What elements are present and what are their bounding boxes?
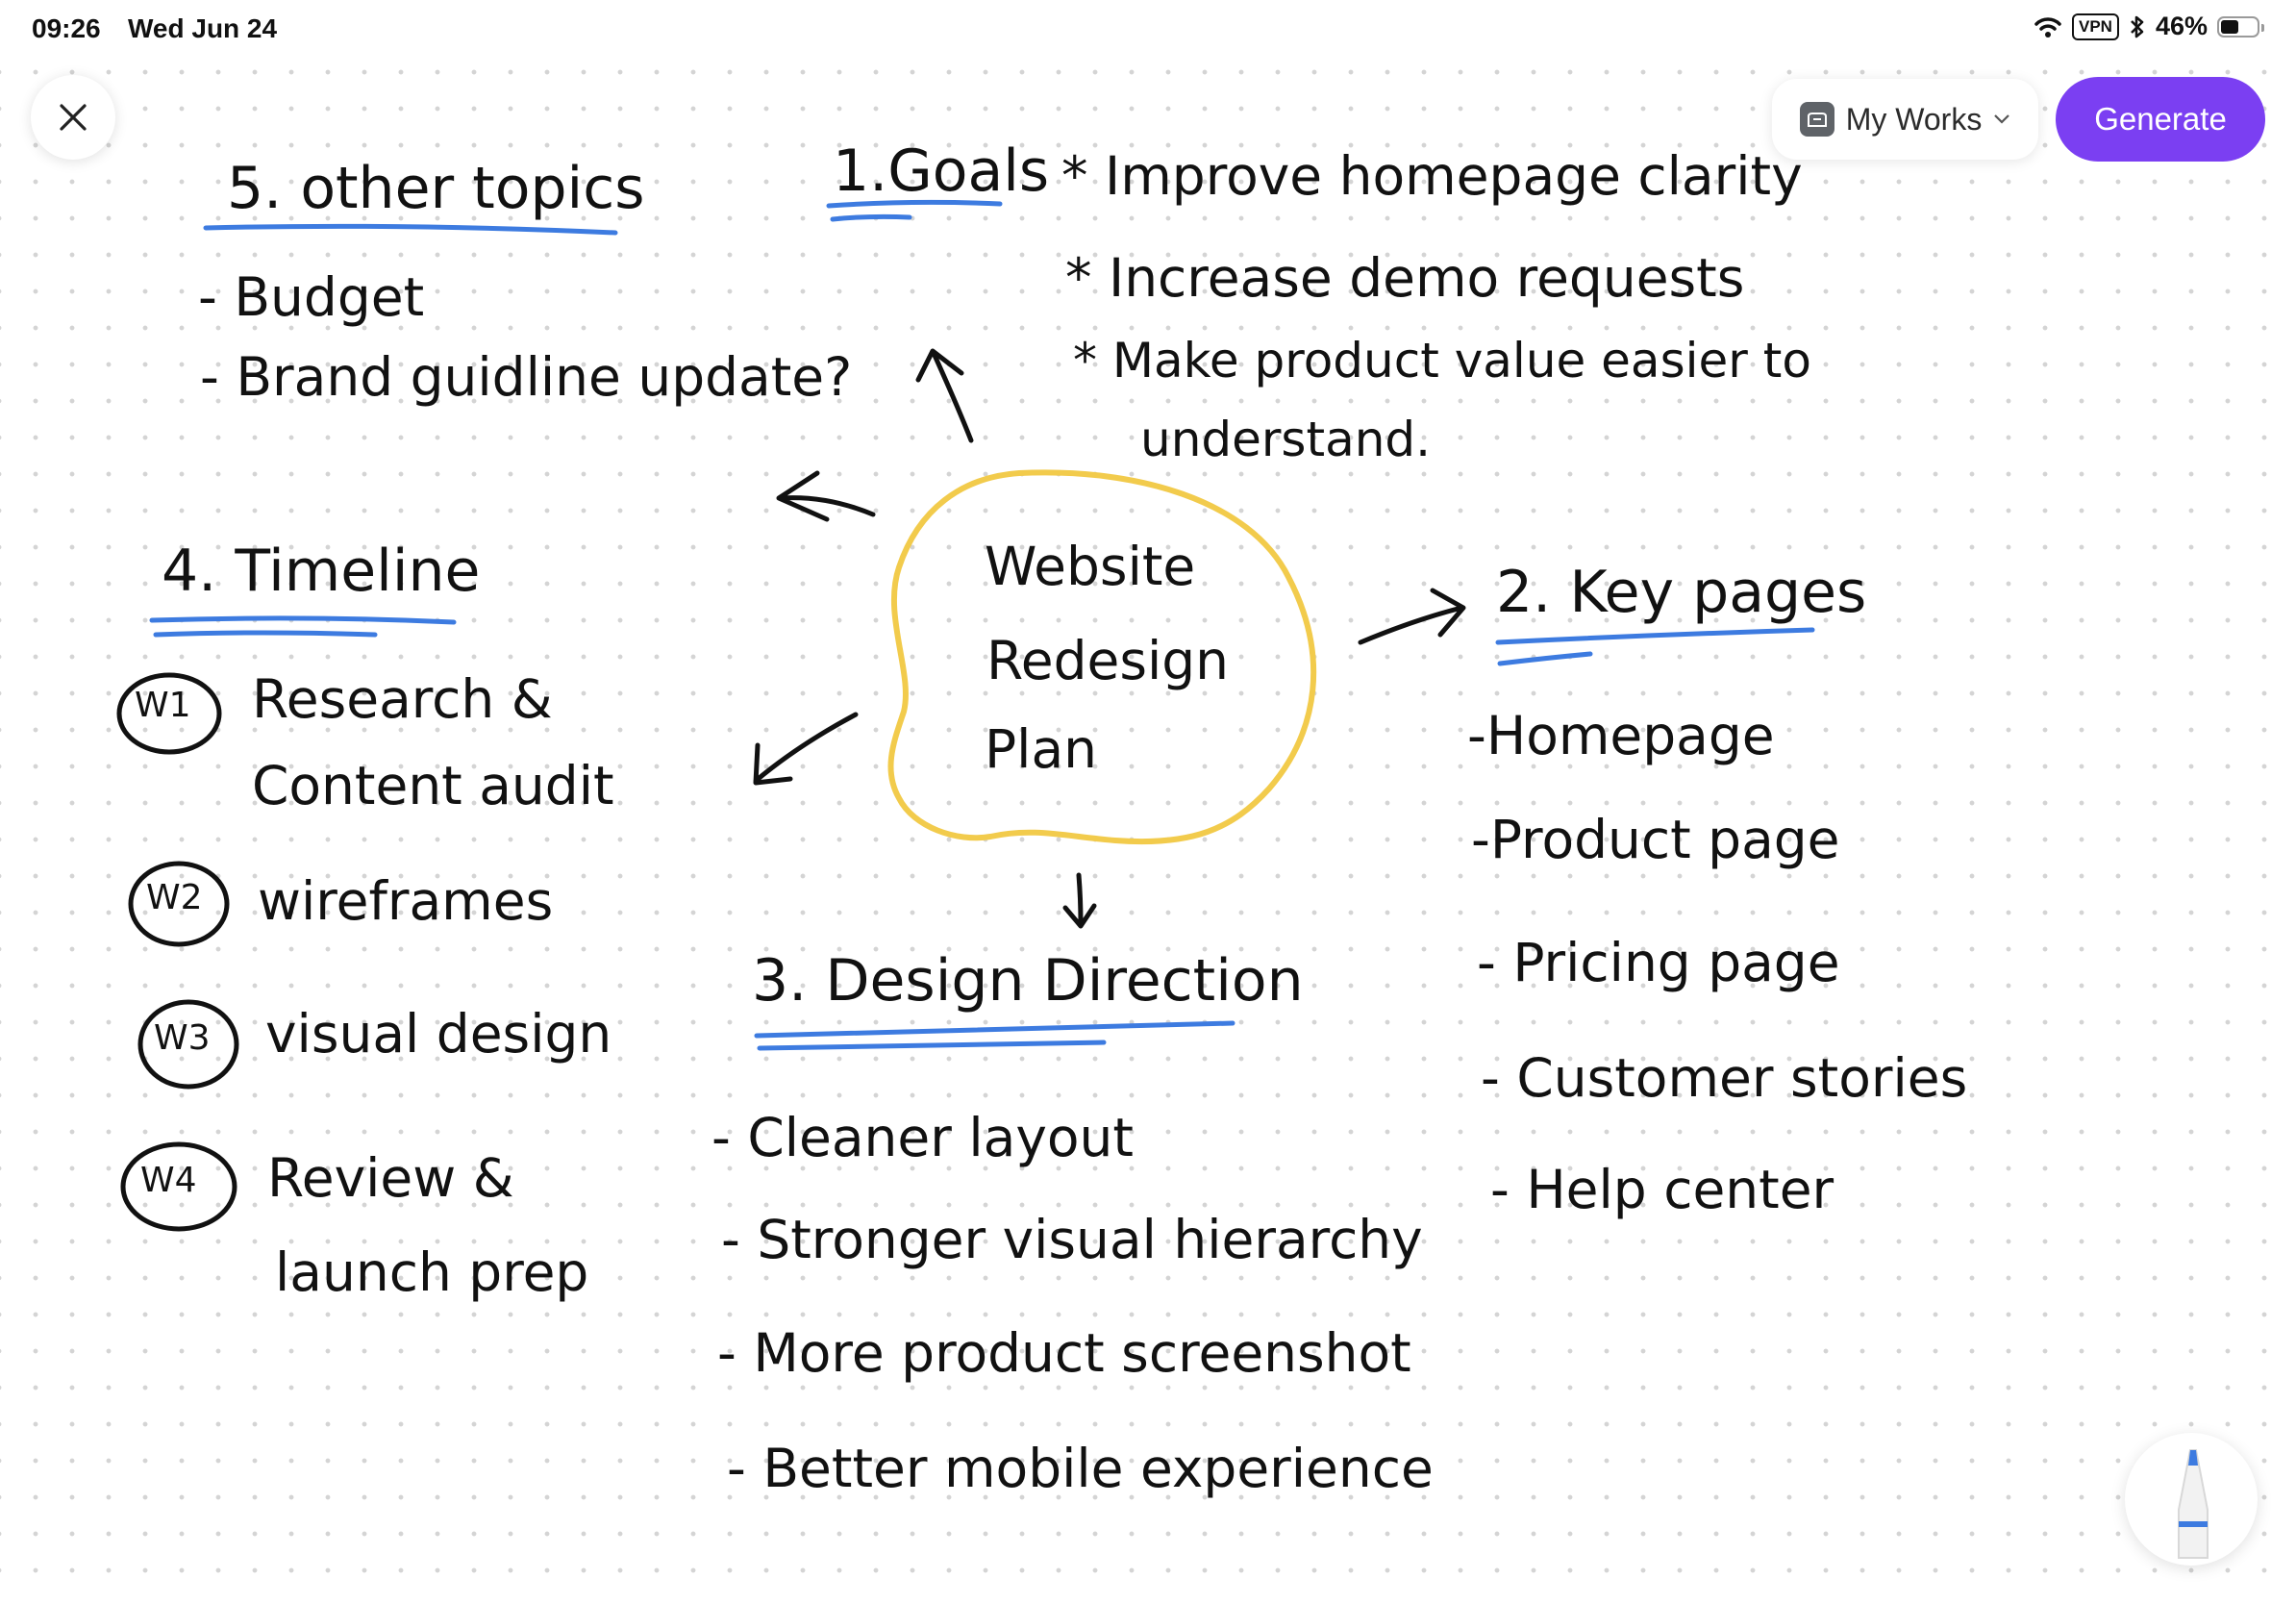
goals-item-demo: * Increase demo requests (1065, 247, 1745, 309)
vpn-badge: VPN (2071, 13, 2119, 40)
status-bar: 09:26 Wed Jun 24 VPN 46% (0, 0, 2296, 60)
badge-w1 (116, 672, 222, 755)
arrow-to-timeline (753, 712, 859, 786)
underline-timeline (149, 615, 457, 638)
badge-w2 (128, 861, 230, 947)
arrow-to-design-direction (1062, 872, 1097, 929)
goals-item-value-cont: understand. (1140, 412, 1432, 467)
key-pages-item-product: -Product page (1471, 809, 1840, 870)
goals-item-value: * Make product value easier to (1073, 333, 1811, 388)
underline-design-direction (754, 1020, 1235, 1051)
status-time: 09:26 (32, 13, 101, 43)
status-date: Wed Jun 24 (128, 13, 278, 43)
my-works-label: My Works (1845, 101, 1983, 137)
other-topics-item-brand: - Brand guidline update? (200, 346, 853, 408)
center-line-2: Redesign (986, 630, 1230, 691)
underline-goals (826, 199, 1003, 222)
week-4-line-1: Review & (267, 1147, 514, 1209)
battery-percent: 46% (2155, 12, 2208, 40)
arrow-to-key-pages (1358, 588, 1466, 645)
timeline-title: 4. Timeline (162, 538, 481, 605)
key-pages-title: 2. Key pages (1496, 559, 1867, 626)
bluetooth-icon (2131, 15, 2144, 38)
battery-icon (2217, 15, 2264, 38)
pencil-tool-button[interactable] (2125, 1433, 2258, 1566)
arrow-to-other-topics (776, 470, 876, 522)
badge-w4 (120, 1141, 237, 1232)
wifi-icon (2034, 16, 2061, 38)
design-direction-item-screenshot: - More product screenshot (717, 1322, 1411, 1384)
week-badge-label-w4: W4 (140, 1161, 197, 1200)
week-1-line-1: Research & (252, 668, 553, 730)
key-pages-item-help: - Help center (1490, 1159, 1834, 1220)
key-pages-item-customer: - Customer stories (1481, 1047, 1968, 1109)
week-4-line-2: launch prep (275, 1241, 589, 1303)
design-direction-item-hierarchy: - Stronger visual hierarchy (721, 1209, 1423, 1270)
pencil-icon (2178, 1449, 2209, 1559)
badge-w3 (137, 999, 239, 1090)
close-icon (60, 104, 87, 131)
center-line-3: Plan (985, 718, 1098, 780)
design-direction-title: 3. Design Direction (752, 947, 1304, 1015)
design-direction-item-layout: - Cleaner layout (711, 1107, 1134, 1168)
folder-icon (1799, 102, 1834, 137)
week-badge-label-w2: W2 (146, 878, 203, 917)
goals-item-clarity: * Improve homepage clarity (1061, 145, 1803, 207)
other-topics-title: 5. other topics (227, 155, 645, 222)
underline-other-topics (203, 223, 618, 236)
week-badge-label-w3: W3 (154, 1018, 211, 1058)
generate-button[interactable]: Generate (2056, 77, 2265, 162)
center-line-1: Website (985, 536, 1196, 597)
key-pages-item-homepage: -Homepage (1467, 705, 1775, 766)
week-2-line-1: wireframes (258, 870, 554, 932)
goals-title: 1.Goals (833, 138, 1050, 205)
design-direction-item-mobile: - Better mobile experience (727, 1438, 1434, 1499)
arrow-to-goals (915, 348, 974, 443)
close-button[interactable] (31, 75, 115, 160)
center-circle (887, 469, 1317, 845)
other-topics-item-budget: - Budget (198, 266, 425, 328)
week-3-line-1: visual design (265, 1003, 612, 1065)
week-badge-label-w1: W1 (135, 686, 191, 725)
key-pages-item-pricing: - Pricing page (1477, 932, 1840, 993)
chevron-down-icon (1994, 114, 2010, 124)
my-works-dropdown[interactable]: My Works (1772, 79, 2038, 160)
week-1-line-2: Content audit (252, 755, 614, 816)
status-icons: VPN 46% (2034, 12, 2264, 41)
underline-key-pages (1495, 627, 1815, 666)
